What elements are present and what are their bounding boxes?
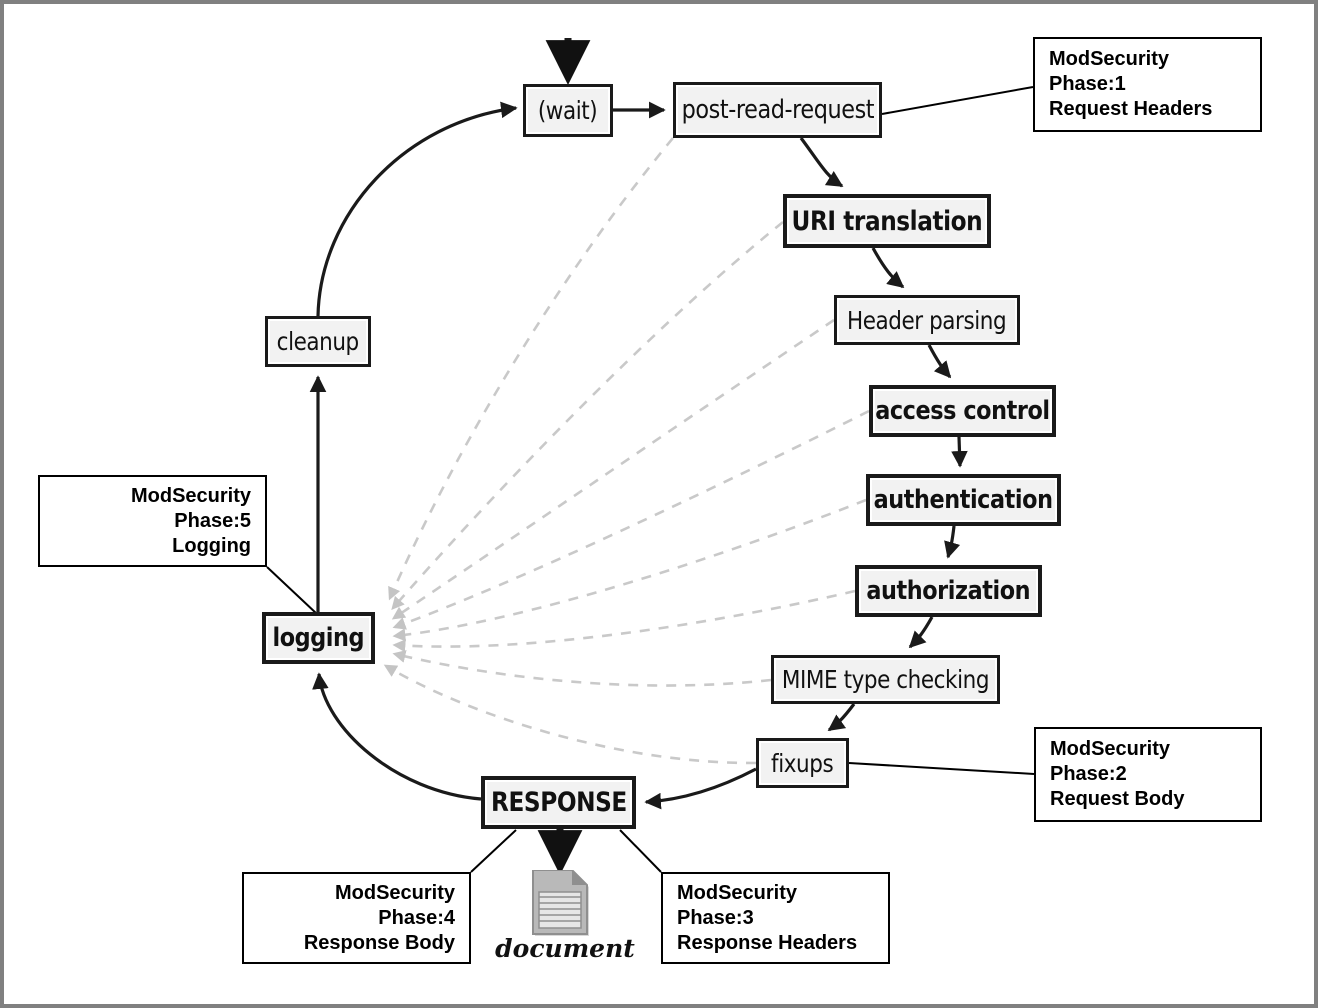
node-fixups[interactable]: fixups xyxy=(756,738,849,788)
node-logging[interactable]: logging xyxy=(262,612,375,664)
node-label: (wait) xyxy=(538,96,598,125)
node-wait[interactable]: (wait) xyxy=(523,84,613,137)
note-line-2: Request Headers xyxy=(1049,98,1213,120)
leader-phase2 xyxy=(848,762,1035,775)
edge-authz-to-mime xyxy=(908,616,934,649)
node-label: URI translation xyxy=(791,205,983,237)
node-access-control[interactable]: access control xyxy=(869,385,1056,437)
leader-phase1 xyxy=(881,86,1034,115)
edge-cleanup-to-wait xyxy=(316,101,518,317)
solid-edges xyxy=(309,38,968,875)
dashed-uri-to-logging xyxy=(391,220,784,610)
dashed-authz-to-logging xyxy=(392,589,856,653)
node-response[interactable]: RESPONSE xyxy=(481,776,636,829)
node-label: post-read-request xyxy=(681,95,874,125)
node-post-read-request[interactable]: post-read-request xyxy=(673,82,882,138)
node-label: access control xyxy=(875,396,1050,426)
document-page-icon xyxy=(532,870,589,936)
edge-authn-to-authz xyxy=(944,525,961,559)
node-label: Header parsing xyxy=(847,305,1007,335)
edge-mime-to-fixups xyxy=(827,703,856,732)
leader-phase3 xyxy=(619,829,662,873)
edge-response-to-logging xyxy=(312,672,482,801)
node-label: authorization xyxy=(866,576,1031,606)
node-cleanup[interactable]: cleanup xyxy=(265,316,371,367)
node-label: cleanup xyxy=(276,327,360,356)
note-line-2: Response Headers xyxy=(677,931,858,954)
edge-fixups-to-response xyxy=(644,767,757,810)
note-line-1: ModSecurity Phase:5 xyxy=(130,484,251,532)
leader-phase5 xyxy=(266,566,318,615)
node-uri-translation[interactable]: URI translation xyxy=(783,194,991,248)
node-label: logging xyxy=(272,623,365,653)
note-modsecurity-phase-4: ModSecurity Phase:4 Response Body xyxy=(242,872,471,964)
note-line-2: Logging xyxy=(172,534,251,557)
node-label: MIME type checking xyxy=(781,665,990,694)
note-line-1: ModSecurity Phase:2 xyxy=(1050,738,1171,785)
dashed-mime-to-logging xyxy=(392,650,772,687)
edge-post-read-to-uri xyxy=(799,137,844,188)
node-label: RESPONSE xyxy=(490,787,627,818)
note-line-1: ModSecurity Phase:4 xyxy=(334,881,455,929)
edge-header-to-access xyxy=(927,344,952,379)
leader-phase4 xyxy=(470,829,517,873)
dashed-authn-to-logging xyxy=(392,498,867,642)
node-header-parsing[interactable]: Header parsing xyxy=(834,295,1020,345)
dashed-fixups-to-logging xyxy=(383,664,757,765)
note-line-2: Request Body xyxy=(1050,788,1185,810)
edge-uri-to-header xyxy=(871,247,905,289)
node-mime-type-checking[interactable]: MIME type checking xyxy=(771,655,1000,704)
node-label: fixups xyxy=(771,748,834,778)
edge-access-to-auth xyxy=(951,436,968,468)
dashed-post-read-to-logging xyxy=(388,137,675,601)
dashed-header-to-logging xyxy=(391,318,835,620)
note-modsecurity-phase-3: ModSecurity Phase:3 Response Headers xyxy=(661,872,890,964)
note-modsecurity-phase-1: ModSecurity Phase:1 Request Headers xyxy=(1033,37,1262,132)
note-modsecurity-phase-5: ModSecurity Phase:5 Logging xyxy=(38,475,267,567)
note-line-1: ModSecurity Phase:1 xyxy=(1049,48,1170,95)
note-modsecurity-phase-2: ModSecurity Phase:2 Request Body xyxy=(1034,727,1262,822)
node-label: authentication xyxy=(873,485,1054,515)
document-label: document xyxy=(495,934,635,963)
dashed-access-to-logging xyxy=(392,409,870,630)
note-line-1: ModSecurity Phase:3 xyxy=(677,881,798,929)
node-authentication[interactable]: authentication xyxy=(866,474,1061,526)
note-line-2: Response Body xyxy=(303,931,455,954)
node-authorization[interactable]: authorization xyxy=(855,565,1042,617)
